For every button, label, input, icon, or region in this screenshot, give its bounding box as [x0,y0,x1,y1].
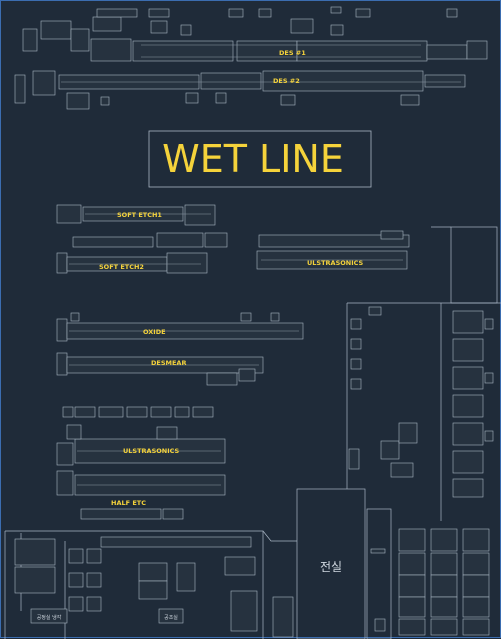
ultrasonics-left-label: ULSTRASONICS [123,447,180,455]
soft-etch1-line: SOFT ETCH1 [56,204,228,248]
ultrasonics-right-line: ULSTRASONICS [256,230,410,270]
right-upper-room [431,226,498,304]
half-etc-label: HALF ETC [111,499,146,507]
oxide-label: OXIDE [143,328,166,336]
desmear-line: DESMEAR [56,352,264,386]
right-middle-room [346,302,501,521]
desmear-label: DESMEAR [151,359,186,367]
ultrasonics-left-line: ULSTRASONICS [56,424,226,466]
half-etc-line: HALF ETC [56,470,226,520]
soft-etch2-line: SOFT ETCH2 [56,252,208,274]
hvac-room-label: 공조실 [164,614,178,621]
bottom-left-office: 공정실 냉각 공조실 [4,530,297,639]
des1-label: DES #1 [279,49,306,57]
small-units-row [62,406,214,418]
page-title: WET LINE [162,137,344,181]
ultrasonics-right-label: ULSTRASONICS [307,259,364,267]
des2-line: DES #2 [14,70,466,110]
bottom-right-desks [398,528,490,636]
right-wall-stations [452,310,494,498]
process-room-label: 공정실 냉각 [37,614,62,621]
des2-label: DES #2 [273,77,300,85]
soft-etch2-label: SOFT ETCH2 [99,263,144,271]
electrical-room: 전실 [296,488,392,639]
top-fixtures [96,6,458,18]
title-box: WET LINE [148,130,372,188]
electrical-room-label: 전실 [320,560,342,574]
soft-etch1-label: SOFT ETCH1 [117,211,162,219]
des1-line: DES #1 [22,8,488,62]
oxide-line: OXIDE [56,312,304,342]
